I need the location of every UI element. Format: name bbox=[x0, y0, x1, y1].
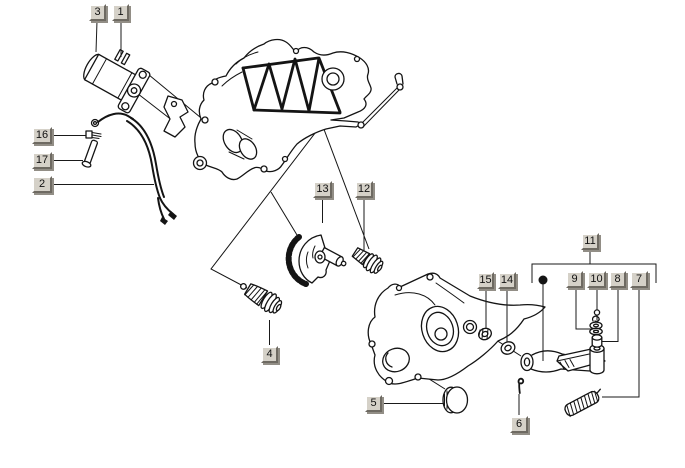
callout-1[interactable]: 1 bbox=[112, 4, 129, 21]
cable-connector bbox=[168, 211, 177, 220]
starter-motor bbox=[83, 48, 151, 114]
shaft-bushing bbox=[478, 327, 492, 341]
motor-stud bbox=[120, 52, 131, 66]
assembly-pointer-dot bbox=[538, 275, 548, 285]
clamp-nut bbox=[591, 334, 603, 348]
rib-lattice bbox=[241, 56, 342, 115]
callout-13[interactable]: 13 bbox=[313, 181, 332, 198]
terminal-stud bbox=[81, 139, 99, 168]
callout-5[interactable]: 5 bbox=[365, 395, 382, 412]
callout-17[interactable]: 17 bbox=[32, 152, 52, 169]
callout-10[interactable]: 10 bbox=[587, 271, 606, 288]
callout-11[interactable]: 11 bbox=[581, 233, 599, 250]
leader-lines bbox=[52, 20, 657, 415]
kick-starter-lever bbox=[520, 344, 606, 375]
callout-6[interactable]: 6 bbox=[510, 416, 528, 433]
motor-stud bbox=[114, 48, 124, 62]
callout-7[interactable]: 7 bbox=[630, 271, 648, 288]
callout-15[interactable]: 15 bbox=[477, 272, 494, 289]
callout-12[interactable]: 12 bbox=[355, 181, 373, 198]
leader-7 bbox=[602, 288, 640, 398]
kick-starter-gear bbox=[285, 234, 347, 287]
starter-driven-bendix bbox=[351, 247, 384, 274]
terminal-bolt bbox=[85, 130, 102, 139]
callout-8[interactable]: 8 bbox=[609, 271, 626, 288]
bracket-rod bbox=[357, 72, 404, 129]
transmission-cover bbox=[367, 272, 546, 386]
crankcase bbox=[163, 38, 372, 181]
callout-16[interactable]: 16 bbox=[32, 127, 52, 144]
cable-connector bbox=[160, 217, 168, 225]
inspection-cap bbox=[442, 386, 469, 414]
clamp-bolt bbox=[593, 309, 601, 316]
callout-9[interactable]: 9 bbox=[566, 271, 583, 288]
shaft-washer bbox=[500, 341, 516, 355]
lever-clamp-boss bbox=[589, 344, 605, 375]
leader-8 bbox=[602, 288, 619, 342]
starter-bendix bbox=[239, 283, 283, 314]
leader-9 bbox=[575, 288, 592, 330]
callout-3[interactable]: 3 bbox=[89, 4, 106, 21]
callout-2[interactable]: 2 bbox=[32, 176, 52, 193]
kick-return-spring bbox=[564, 388, 601, 418]
callout-14[interactable]: 14 bbox=[498, 272, 516, 289]
spring-hook bbox=[517, 377, 525, 394]
callout-4[interactable]: 4 bbox=[261, 346, 278, 363]
lever-clamp-hardware bbox=[589, 309, 603, 348]
leader-11-bracket bbox=[531, 263, 657, 283]
leader-3 bbox=[95, 20, 98, 53]
electric-cable-harness bbox=[81, 112, 177, 225]
